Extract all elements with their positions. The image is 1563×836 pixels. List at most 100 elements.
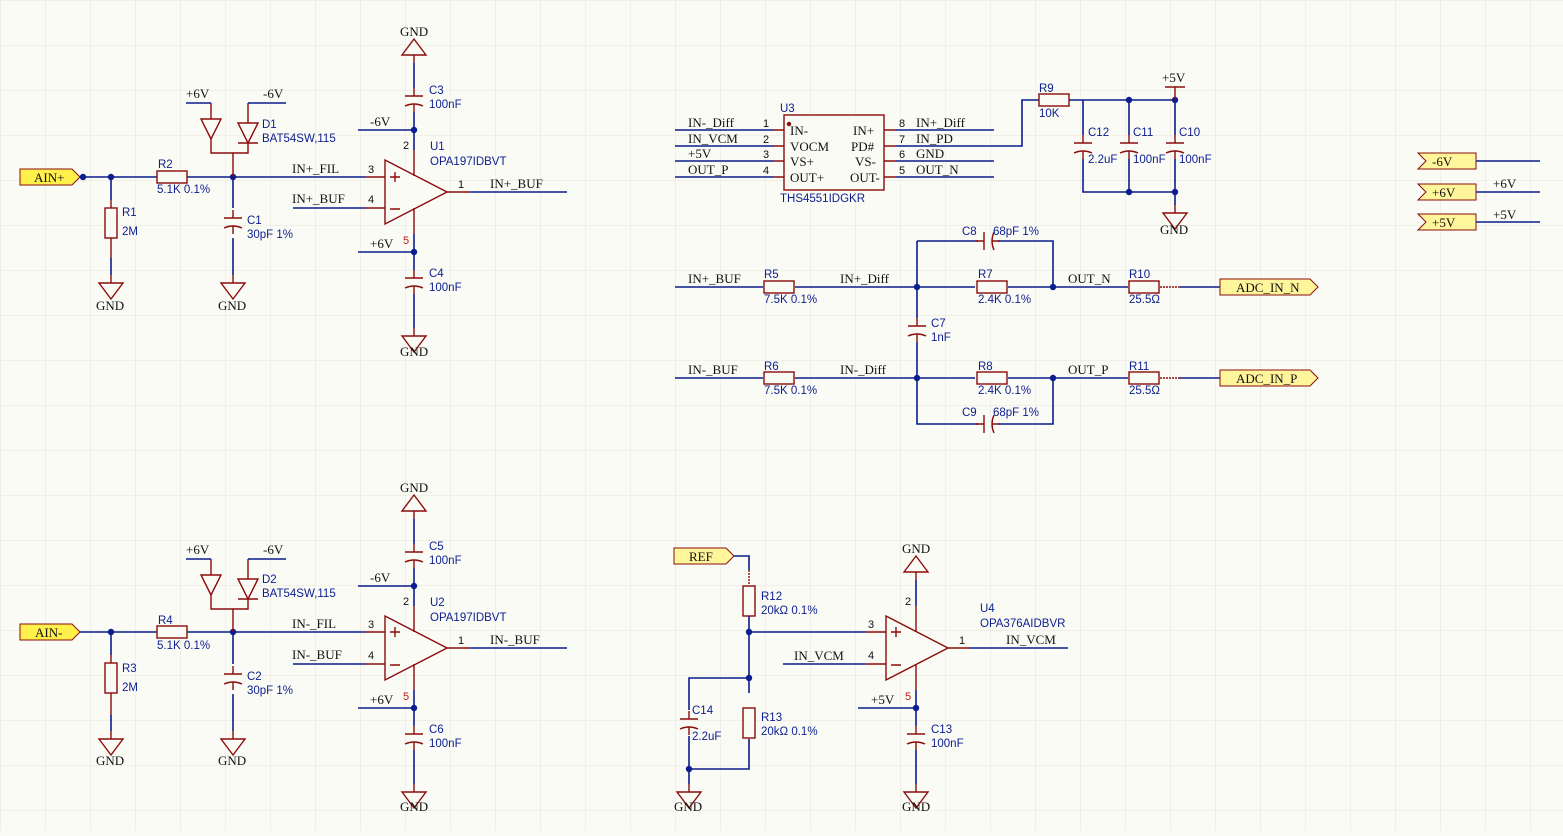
svg-text:3: 3 xyxy=(763,149,769,161)
net-in-minus-buf-out: IN-_BUF xyxy=(490,632,540,647)
svg-text:2: 2 xyxy=(905,596,911,608)
port-adc-in-n[interactable] xyxy=(1219,278,1319,296)
port-ain-plus[interactable] xyxy=(19,168,81,186)
u1-value: OPA197IDBVT xyxy=(430,156,507,168)
r2-value: 5.1K 0.1% xyxy=(157,184,210,196)
svg-text:3: 3 xyxy=(868,619,874,631)
diode-d2[interactable] xyxy=(199,559,260,632)
resistor-r13[interactable] xyxy=(742,707,756,739)
net-in-vcm-out: IN_VCM xyxy=(1006,632,1056,647)
r4-value: 5.1K 0.1% xyxy=(157,640,210,652)
net-plus6v: +6V xyxy=(186,542,210,557)
r8-value: 2.4K 0.1% xyxy=(978,385,1031,397)
fda-u3-block: 1 2 3 4 8 7 6 5 IN- VOCM VS+ OUT+ IN+ PD… xyxy=(675,70,1212,237)
net-in-plus-buf: IN+_BUF xyxy=(292,191,345,206)
gnd-label: GND xyxy=(96,298,124,313)
d1-designator: D1 xyxy=(262,119,277,131)
c1-designator: C1 xyxy=(247,215,262,227)
u3-pin-pd: PD# xyxy=(851,139,875,154)
svg-text:2: 2 xyxy=(403,596,409,608)
net-in-minus-buf: IN-_BUF xyxy=(292,647,342,662)
net-plus5v: +5V xyxy=(1162,70,1186,85)
port-ain-plus-label: AIN+ xyxy=(34,170,64,185)
net-plus5v: +5V xyxy=(871,692,895,707)
r7-designator: R7 xyxy=(978,269,993,281)
port-plus6v[interactable] xyxy=(1416,183,1477,201)
c8-designator: C8 xyxy=(962,226,977,238)
u4-value: OPA376AIDBVR xyxy=(980,618,1065,630)
svg-text:3: 3 xyxy=(368,164,374,176)
resistor-r2[interactable] xyxy=(156,170,188,184)
resistor-r8[interactable] xyxy=(976,371,1008,385)
gnd-label: GND xyxy=(1160,222,1188,237)
resistor-r11[interactable] xyxy=(1128,371,1160,385)
port-adc-in-p[interactable] xyxy=(1219,369,1319,387)
c3-value: 100nF xyxy=(429,99,462,111)
net-in-plus-buf-out: IN+_BUF xyxy=(490,176,543,191)
c4-value: 100nF xyxy=(429,282,462,294)
svg-text:5: 5 xyxy=(403,691,409,703)
net-out-p: OUT_P xyxy=(688,162,728,177)
resistor-r6[interactable] xyxy=(763,371,795,385)
port-plus5v-label: +5V xyxy=(1432,215,1456,230)
port-ain-minus-label: AIN- xyxy=(35,625,62,640)
u3-pin-vs-plus: VS+ xyxy=(790,154,814,169)
c7-designator: C7 xyxy=(931,318,946,330)
port-ref[interactable] xyxy=(673,547,735,565)
r6-value: 7.5K 0.1% xyxy=(764,385,817,397)
net-in-plus-diff: IN+_Diff xyxy=(916,115,966,130)
opamp-u2[interactable] xyxy=(365,606,470,690)
svg-text:1: 1 xyxy=(959,635,965,647)
svg-text:3: 3 xyxy=(368,619,374,631)
port-ain-minus[interactable] xyxy=(19,623,81,641)
c14-designator: C14 xyxy=(692,705,714,717)
diode-d1[interactable] xyxy=(199,103,260,177)
u3-designator: U3 xyxy=(780,103,795,115)
c13-value: 100nF xyxy=(931,738,964,750)
r1-value: 2M xyxy=(122,226,138,238)
opamp-u1[interactable] xyxy=(365,150,470,234)
port-plus5v[interactable] xyxy=(1416,213,1477,231)
net-out-p: OUT_P xyxy=(1068,362,1108,377)
gnd-label: GND xyxy=(400,799,428,814)
u3-pin-out-plus: OUT+ xyxy=(790,170,824,185)
r3-value: 2M xyxy=(122,682,138,694)
c11-designator: C11 xyxy=(1133,127,1153,139)
net-plus6v: +6V xyxy=(186,86,210,101)
net-in-vcm: IN_VCM xyxy=(688,131,738,146)
power-ports-block: -6V +6V +6V +5V +5V xyxy=(1416,152,1540,231)
resistor-r4[interactable] xyxy=(156,625,188,639)
u3-pin-out-minus: OUT- xyxy=(850,170,880,185)
ain-plus-buffer-block: AIN+ R1 2M GND R2 5.1K 0.1% C1 30pF 1% G… xyxy=(19,24,567,359)
port-adc-in-n-label: ADC_IN_N xyxy=(1236,280,1300,295)
resistor-r7[interactable] xyxy=(976,280,1008,294)
resistor-r9[interactable] xyxy=(1038,93,1070,107)
svg-text:1: 1 xyxy=(763,118,769,130)
ic-u3[interactable] xyxy=(783,114,885,191)
net-minus6v: -6V xyxy=(263,542,284,557)
resistor-r10[interactable] xyxy=(1128,280,1160,294)
resistor-r12[interactable] xyxy=(742,585,756,617)
c12-designator: C12 xyxy=(1088,127,1109,139)
svg-text:5: 5 xyxy=(905,691,911,703)
resistor-r3[interactable] xyxy=(104,655,118,715)
gnd-label: GND xyxy=(218,753,246,768)
c6-designator: C6 xyxy=(429,724,444,736)
port-minus6v[interactable] xyxy=(1416,152,1477,170)
port-plus6v-label: +6V xyxy=(1432,185,1456,200)
resistor-r1[interactable] xyxy=(104,200,118,258)
net-gnd: GND xyxy=(916,146,944,161)
u3-value: THS4551IDGKR xyxy=(780,193,865,205)
net-in-pd: IN_PD xyxy=(916,131,953,146)
r11-designator: R11 xyxy=(1129,361,1149,373)
resistor-r5[interactable] xyxy=(763,280,795,294)
u1-designator: U1 xyxy=(430,141,445,153)
net-in-minus-diff: IN-_Diff xyxy=(840,362,887,377)
c10-value: 100nF xyxy=(1179,154,1212,166)
c1-value: 30pF 1% xyxy=(247,229,293,241)
opamp-u4[interactable] xyxy=(866,606,970,690)
gnd-label: GND xyxy=(902,541,930,556)
c5-value: 100nF xyxy=(429,555,462,567)
